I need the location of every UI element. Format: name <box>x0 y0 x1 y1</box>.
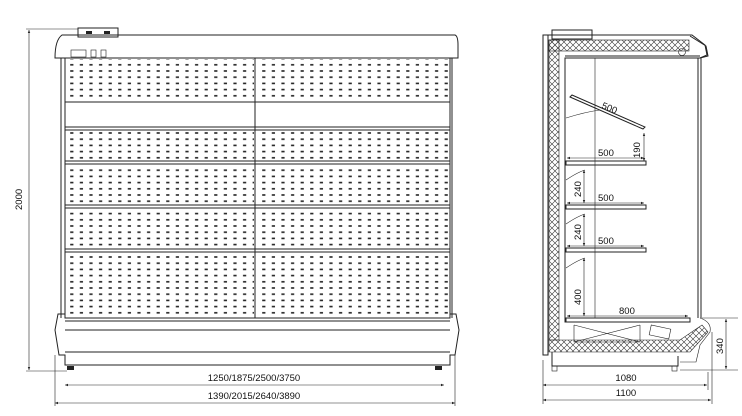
insulation-bottom <box>548 324 709 353</box>
canopy <box>54 34 459 59</box>
inner-depth-dimension: 1080 <box>615 373 636 384</box>
shelf <box>565 247 647 253</box>
shelf <box>565 204 647 210</box>
shelf <box>565 160 647 166</box>
base-height: 340 <box>715 338 726 354</box>
bottom-gap: 400 <box>573 289 584 305</box>
insulation-back <box>548 39 560 341</box>
foot <box>67 366 74 370</box>
shelf-gap: 240 <box>573 181 584 197</box>
shelf-depth: 500 <box>598 193 614 204</box>
control-panel <box>77 27 119 38</box>
bottom-depth: 800 <box>619 306 635 317</box>
angled-shelf-gap: 190 <box>632 142 643 158</box>
height-dimension: 2000 <box>14 189 25 210</box>
side-view: 500 190 500 240 500 240 500 400 800 340 <box>542 29 738 404</box>
insulation-top <box>548 39 690 52</box>
shelf-gap: 240 <box>573 224 584 240</box>
shelf-depth: 500 <box>598 148 614 159</box>
foot <box>435 366 442 370</box>
perforated-panels <box>65 58 450 318</box>
front-view: 2000 1250/1875/2500/3750 1390/2015/2640/… <box>14 27 460 406</box>
outer-depth-dimension: 1100 <box>616 388 636 399</box>
inner-width-dimension: 1250/1875/2500/3750 <box>208 373 300 384</box>
base-plinth <box>54 313 460 366</box>
outer-width-dimension: 1390/2015/2640/3890 <box>208 391 300 402</box>
angled-shelf <box>569 94 646 130</box>
bottom-deck <box>565 317 691 323</box>
shelf-depth: 500 <box>598 236 614 247</box>
